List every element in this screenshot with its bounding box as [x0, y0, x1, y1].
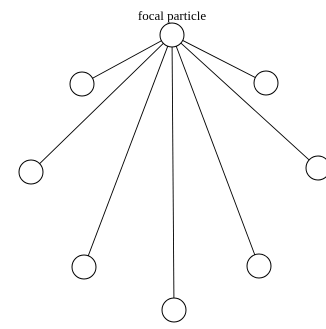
- edge-2: [182, 40, 256, 78]
- focal-particle-node: [159, 22, 185, 48]
- edge-1: [92, 40, 162, 79]
- particle-node-2: [253, 70, 279, 96]
- edge-6: [175, 46, 256, 255]
- particle-node-6: [246, 253, 272, 279]
- edge-7: [171, 46, 175, 299]
- particle-node-7: [161, 297, 187, 323]
- edge-3: [39, 43, 164, 164]
- particle-node-4: [305, 155, 326, 181]
- particle-node-3: [18, 159, 44, 185]
- particle-node-5: [71, 254, 97, 280]
- focal-particle-label: focal particle: [138, 8, 206, 23]
- particle-node-1: [69, 71, 95, 97]
- edge-4: [180, 42, 310, 161]
- edge-5: [87, 46, 169, 256]
- nodes-group: [18, 70, 326, 323]
- edges-group: [39, 40, 310, 299]
